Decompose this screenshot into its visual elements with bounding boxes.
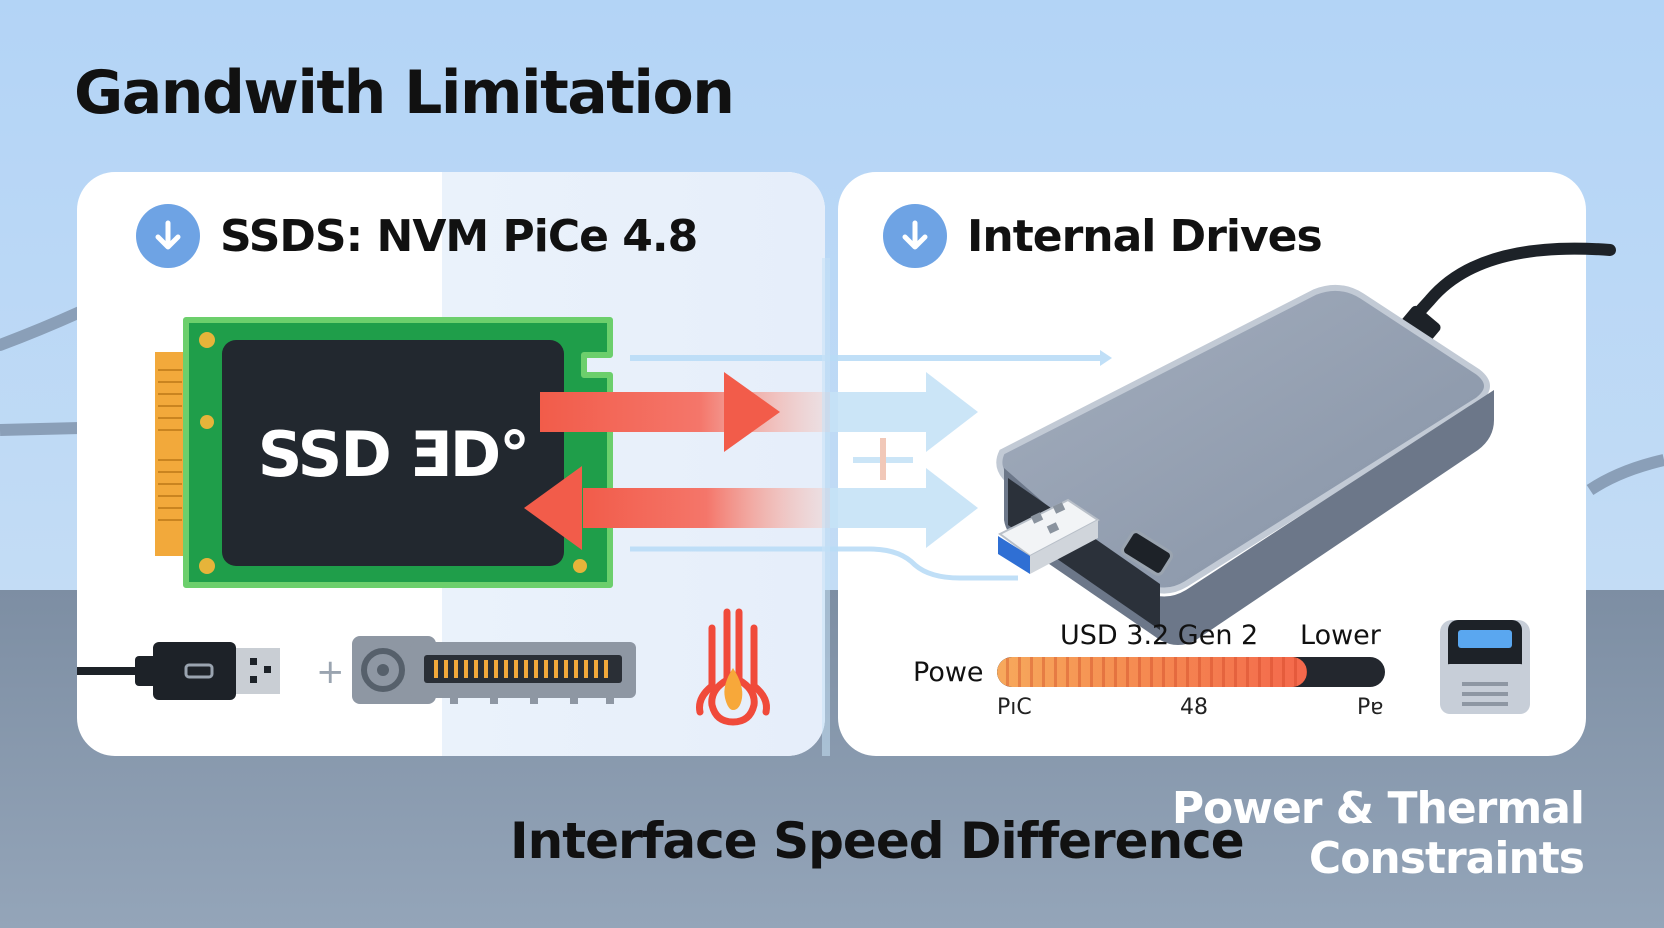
page-title: Gandwith Limitation bbox=[74, 58, 735, 128]
internal-drives-heading: Internal Drives bbox=[883, 204, 1323, 268]
bandwidth-arrows bbox=[630, 258, 1112, 756]
power-tick-middle: 48 bbox=[1180, 695, 1208, 720]
power-label: Powe bbox=[913, 657, 984, 688]
m2-connector-icon bbox=[352, 636, 636, 704]
ssd-chip-label: SSD ƎD° bbox=[258, 418, 528, 491]
power-bar-fill bbox=[997, 657, 1308, 687]
interface-speed-caption: Interface Speed Difference bbox=[510, 812, 1245, 870]
power-bar bbox=[997, 657, 1385, 687]
power-thermal-line1: Power & Thermal bbox=[1171, 783, 1585, 834]
internal-drives-heading-text: Internal Drives bbox=[967, 210, 1323, 262]
ssd-card-icon bbox=[155, 317, 613, 588]
ssd-heading-text: SSDS: NVM PiCe 4.8 bbox=[220, 210, 698, 262]
external-drive-icon bbox=[996, 242, 1616, 645]
data-transfer-arrows bbox=[524, 372, 830, 550]
power-tick-end: Pɐ bbox=[1357, 695, 1384, 720]
power-tick-start: PıC bbox=[997, 695, 1032, 720]
thermometer-flame-icon bbox=[696, 608, 770, 726]
lower-label: Lower bbox=[1300, 620, 1381, 651]
arrow-down-icon bbox=[883, 204, 947, 268]
power-thermal-line2: Constraints bbox=[1308, 833, 1585, 884]
plus-sign: + bbox=[316, 652, 345, 692]
usb-cable-icon bbox=[77, 642, 280, 700]
hard-drive-icon bbox=[1440, 620, 1530, 714]
arrow-down-icon bbox=[136, 204, 200, 268]
power-thermal-caption: Power & Thermal Constraints bbox=[1171, 783, 1585, 884]
ssd-heading: SSDS: NVM PiCe 4.8 bbox=[136, 204, 698, 268]
interface-label: USD 3.2 Gen 2 bbox=[1060, 620, 1259, 651]
usb-stick-icon bbox=[998, 498, 1100, 574]
